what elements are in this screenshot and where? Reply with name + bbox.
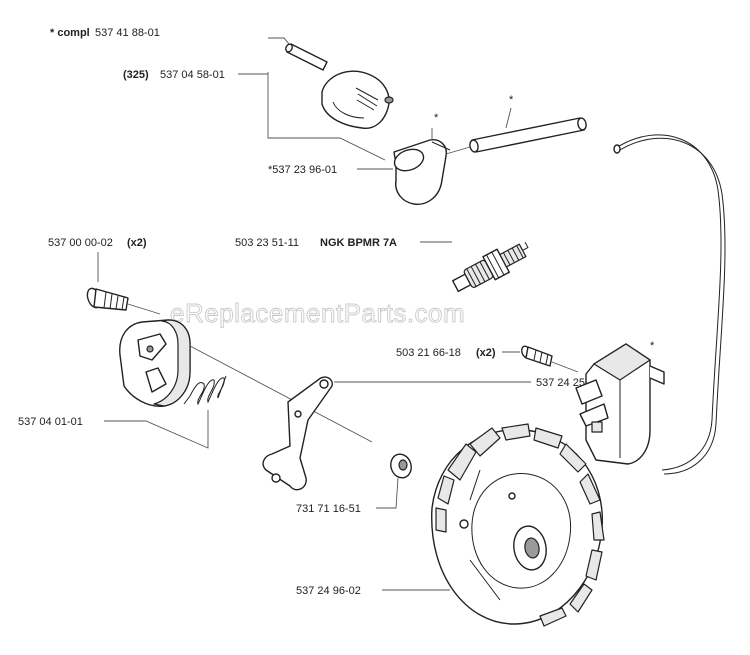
spark-cap-asterisk: * [434, 112, 439, 124]
clutch-part [119, 319, 191, 407]
wire-end [613, 144, 621, 154]
center-axis-line [189, 345, 373, 443]
module-screw-number: 503 21 66-18 [396, 347, 461, 359]
compl-prefix: * compl [50, 27, 90, 39]
screw-x2-qty: (x2) [127, 237, 147, 249]
spark-plug-label: 503 23 51-11 NGK BPMR 7A [235, 237, 452, 249]
module-asterisk: * [650, 340, 655, 352]
insulation-tube-part: * [445, 94, 587, 155]
spark-plug-part [451, 242, 529, 293]
spark-cap-label: *537 23 96-01 [268, 164, 393, 176]
ignition-module-part: * [575, 340, 665, 465]
pin-part [285, 43, 328, 71]
flywheel-label: 537 24 96-02 [296, 585, 450, 597]
ignition-cap-assembly [267, 37, 394, 161]
ignition-cap-label: (325) 537 04 58-01 [123, 69, 268, 81]
washer-label: 731 71 16-51 [296, 477, 399, 515]
compl-number: 537 41 88-01 [95, 27, 160, 39]
compl-label: * compl 537 41 88-01 [50, 27, 160, 39]
spark-plug-number: 503 23 51-11 [235, 237, 299, 249]
screw-x2-label: 537 00 00-02 (x2) [48, 237, 147, 282]
clutch-spring-part [183, 375, 227, 406]
ignition-cap-part [321, 70, 394, 129]
washer-number: 731 71 16-51 [296, 503, 361, 515]
screw-x2-number: 537 00 00-02 [48, 237, 113, 249]
spark-cap-number: *537 23 96-01 [268, 164, 337, 176]
spark-plug-desc: NGK BPMR 7A [320, 237, 397, 249]
ignition-lead-wire-outer [619, 137, 726, 475]
tube-asterisk: * [509, 94, 514, 106]
screw-axis-line [127, 303, 161, 315]
screw-part [86, 287, 129, 311]
ignition-cap-qty: (325) [123, 69, 149, 81]
spark-cap-part: * [393, 112, 451, 205]
flywheel-number: 537 24 96-02 [296, 585, 361, 597]
ignition-cap-number: 537 04 58-01 [160, 69, 225, 81]
module-screw-axis [551, 361, 579, 373]
compl-bracket-line [267, 72, 386, 161]
watermark: eReplacementParts.com [170, 298, 465, 328]
pawl-part [262, 376, 333, 491]
clutch-number: 537 04 01-01 [18, 416, 83, 428]
module-screw-label: 503 21 66-18 (x2) [396, 347, 520, 359]
pawl-label: 537 24 25-01 [334, 377, 601, 389]
ignition-lead-wire [615, 134, 722, 471]
flywheel-part [431, 423, 605, 627]
washer-part [390, 453, 412, 479]
module-screw-part [521, 345, 553, 367]
clutch-label: 537 04 01-01 [18, 410, 209, 449]
module-screw-qty: (x2) [476, 347, 496, 359]
